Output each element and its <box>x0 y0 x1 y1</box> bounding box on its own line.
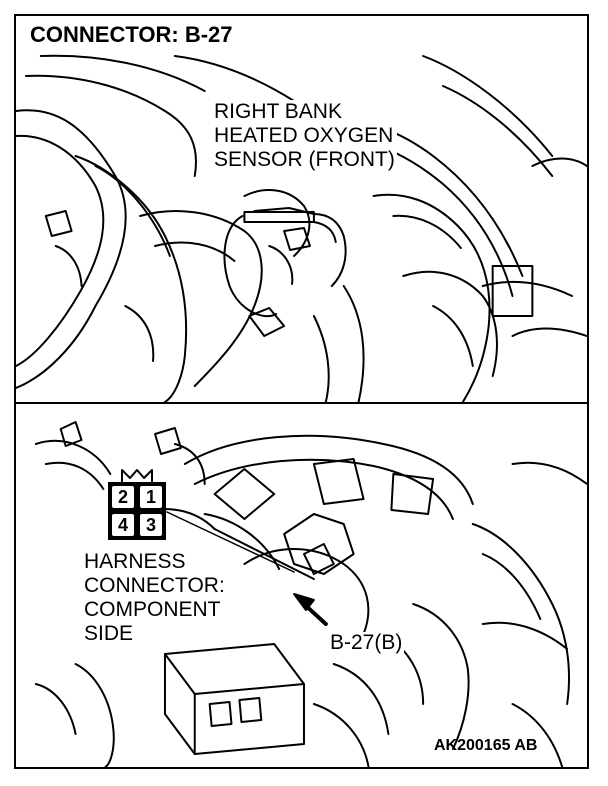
sensor-label-line-2: HEATED OXYGEN <box>214 124 394 147</box>
harness-label: HARNESS CONNECTOR: COMPONENT SIDE <box>82 550 227 646</box>
sensor-label-line-3: SENSOR (FRONT) <box>214 148 395 171</box>
connector-pin-1: 1 <box>138 484 164 510</box>
panel-divider <box>16 402 587 404</box>
harness-label-line-3: COMPONENT <box>84 598 221 621</box>
diagram-frame: CONNECTOR: B-27 RIGHT BANK HEATED OXYGEN… <box>14 14 589 769</box>
sensor-label-line-1: RIGHT BANK <box>214 100 342 123</box>
connector-pin-3: 3 <box>138 512 164 538</box>
connector-pin-2: 2 <box>110 484 136 510</box>
harness-label-line-2: CONNECTOR: <box>84 574 225 597</box>
figure-id: AK200165 AB <box>434 737 538 754</box>
engine-sketch-top <box>16 54 587 402</box>
connector-latch-icon <box>121 469 153 482</box>
connector-pin-diagram: 2 1 4 3 <box>108 469 166 542</box>
engine-sketch-bottom <box>34 421 587 767</box>
harness-label-line-1: HARNESS <box>84 550 186 573</box>
connector-pin-4: 4 <box>110 512 136 538</box>
top-panel-engine-view: CONNECTOR: B-27 RIGHT BANK HEATED OXYGEN… <box>16 16 587 402</box>
connector-callout-label: B-27(B) <box>328 631 405 654</box>
connector-title: CONNECTOR: B-27 <box>30 22 233 47</box>
bottom-panel-engine-view: 2 1 4 3 HARNESS CONNECTOR: COMPONENT SID… <box>16 404 587 767</box>
harness-label-line-4: SIDE <box>84 622 134 645</box>
sensor-label: RIGHT BANK HEATED OXYGEN SENSOR (FRONT) <box>212 100 397 172</box>
